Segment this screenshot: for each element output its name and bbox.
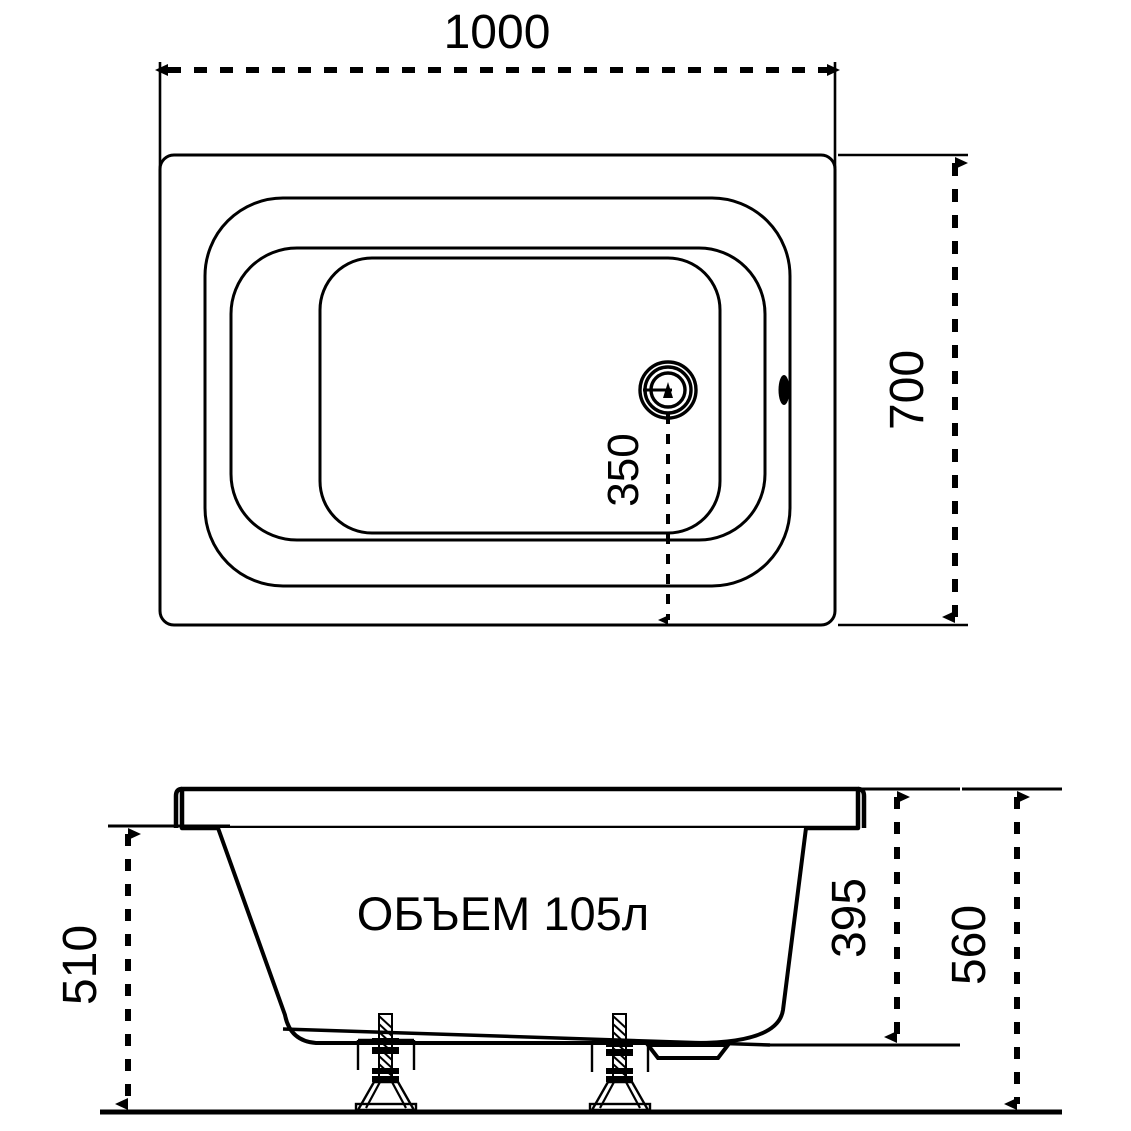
tub-rim-contour-outer	[203, 196, 792, 588]
support-leg	[354, 1013, 418, 1113]
tub-inner-floor-line	[282, 1027, 771, 1047]
dimension-label-width: 1000	[444, 6, 551, 59]
dimension-label-inner-depth: 395	[823, 878, 876, 958]
support-leg	[588, 1013, 652, 1113]
drain-outlet	[638, 360, 698, 420]
dimension-label-depth: 700	[881, 350, 934, 430]
drain-fitting-front	[643, 1043, 733, 1060]
tub-rim-left-edge	[173, 786, 183, 828]
front-view: ОБЪЕМ 105л 510 395 560	[54, 786, 1062, 1115]
tub-outline-plan	[158, 153, 837, 627]
tub-rim-contour-middle	[229, 246, 767, 542]
tub-rim-right-edge	[857, 786, 867, 828]
overflow-hole	[778, 375, 790, 405]
dimension-label-overall-height: 560	[943, 905, 996, 985]
dimension-label-rim-height: 510	[54, 925, 107, 1005]
tub-rim-flange	[179, 786, 861, 831]
tub-basin-floor-contour	[318, 256, 722, 535]
dimension-label-drain-offset: 350	[599, 433, 648, 506]
volume-label: ОБЪЕМ 105л	[357, 887, 649, 940]
top-view: 1000 700	[155, 6, 968, 627]
